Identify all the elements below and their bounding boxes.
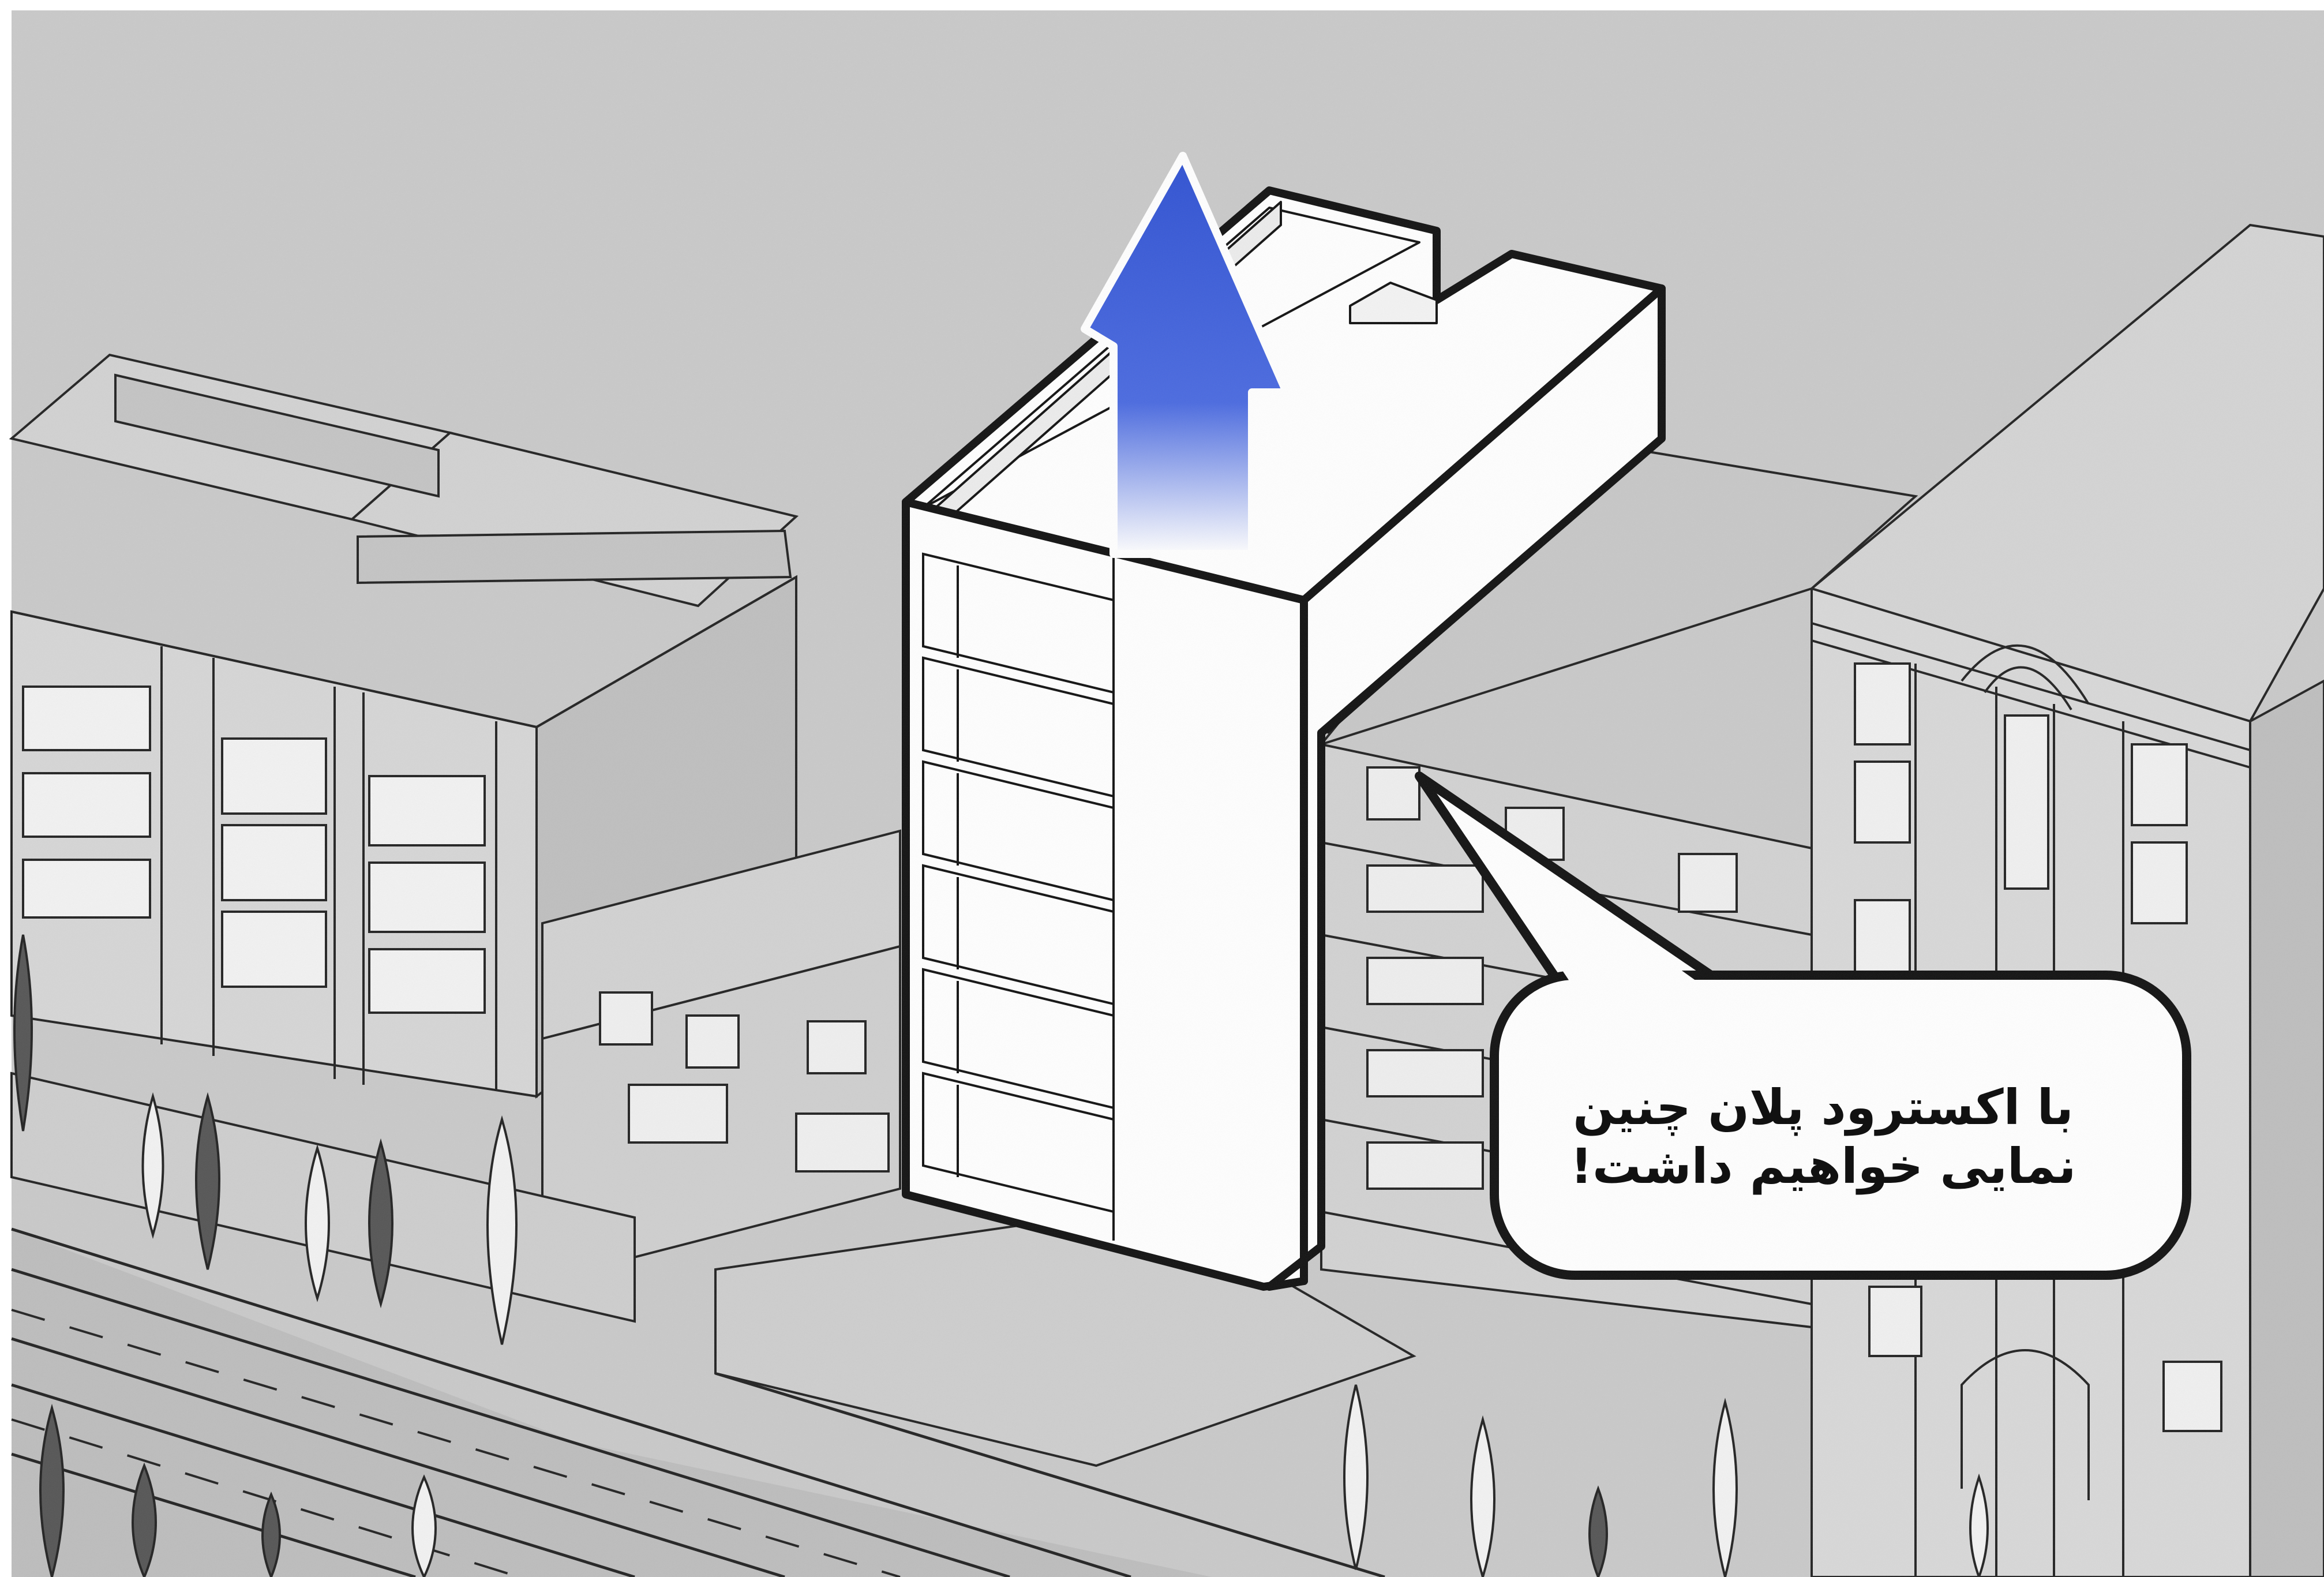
callout-line-1: با اکسترود پلان چنین: [1573, 1078, 2074, 1137]
callout-line-2: نمایی خواهیم داشت!: [1570, 1137, 2076, 1196]
callout-text: با اکسترود پلان چنین نمایی خواهیم داشت!: [1512, 1039, 2135, 1235]
grain-overlay: [12, 10, 2324, 1577]
